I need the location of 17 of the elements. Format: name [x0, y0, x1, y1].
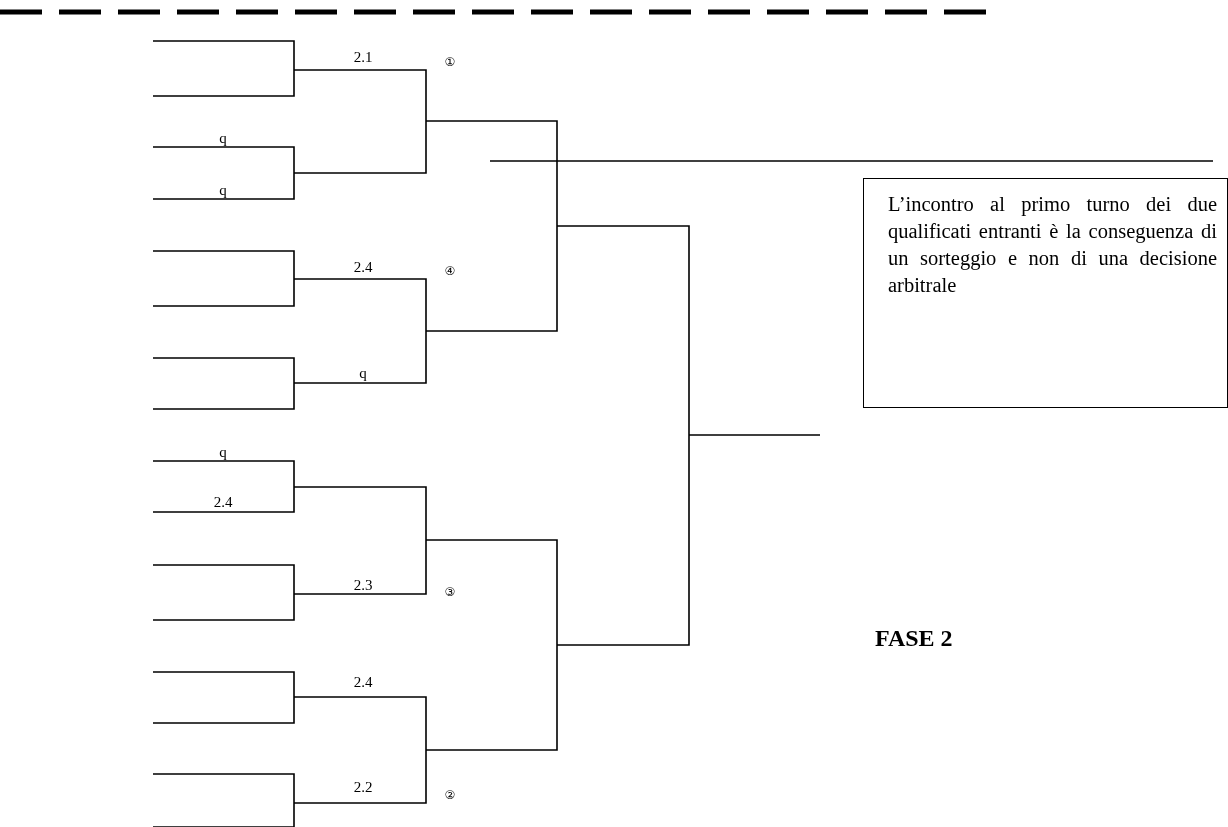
match-number: 2.4	[353, 675, 373, 690]
circled-number: ①	[444, 55, 456, 70]
note-box	[863, 178, 1228, 408]
qualifier-mark: q	[359, 366, 367, 381]
match-number: 2.4	[213, 495, 233, 510]
match-number: 2.1	[353, 50, 373, 65]
match-number: 2.2	[353, 780, 373, 795]
circled-number: ②	[444, 788, 456, 803]
qualifier-mark: q	[219, 183, 227, 198]
phase-heading: FASE 2	[875, 626, 953, 650]
match-number: 2.4	[353, 260, 373, 275]
qualifier-mark: q	[219, 445, 227, 460]
circled-number: ④	[444, 264, 456, 279]
note-text: L’incontro al primo turno dei due qualificati entranti è la conseguenza di un sorteggio e non di una decisione arbitrale	[888, 192, 1217, 298]
circled-number: ③	[444, 585, 456, 600]
match-number: 2.3	[353, 578, 373, 593]
qualifier-mark: q	[219, 131, 227, 146]
